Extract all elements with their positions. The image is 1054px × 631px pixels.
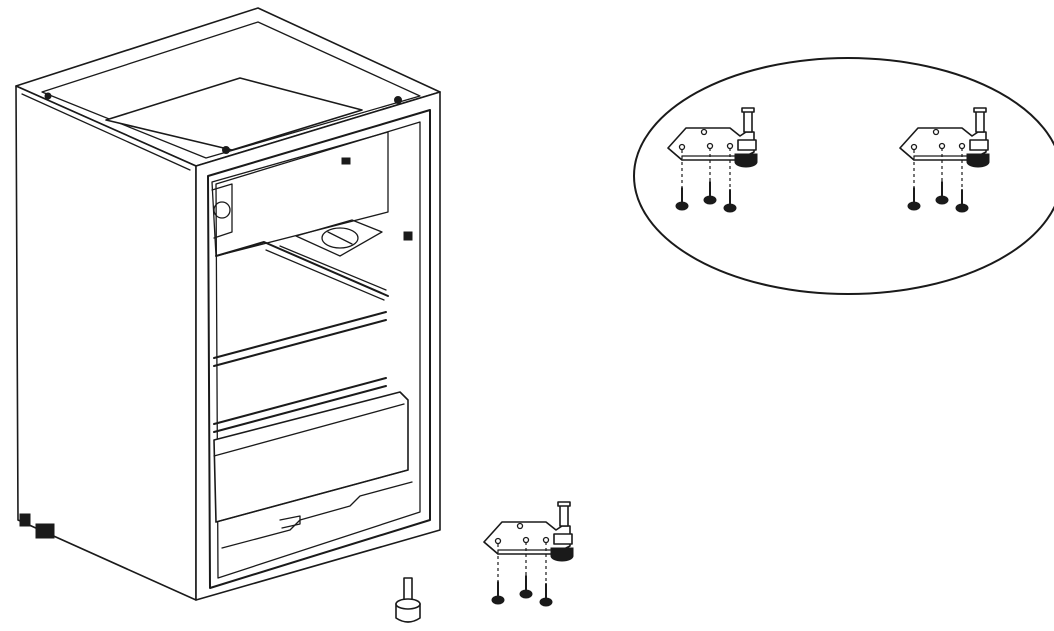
hinge-with-screws [483, 501, 574, 607]
hinge-pin [395, 577, 421, 623]
hinge-left-detail [667, 107, 758, 213]
refrigerator-icon [15, 7, 441, 601]
hinge-right-detail [899, 107, 990, 213]
hinge-detail-callout [633, 57, 1054, 295]
